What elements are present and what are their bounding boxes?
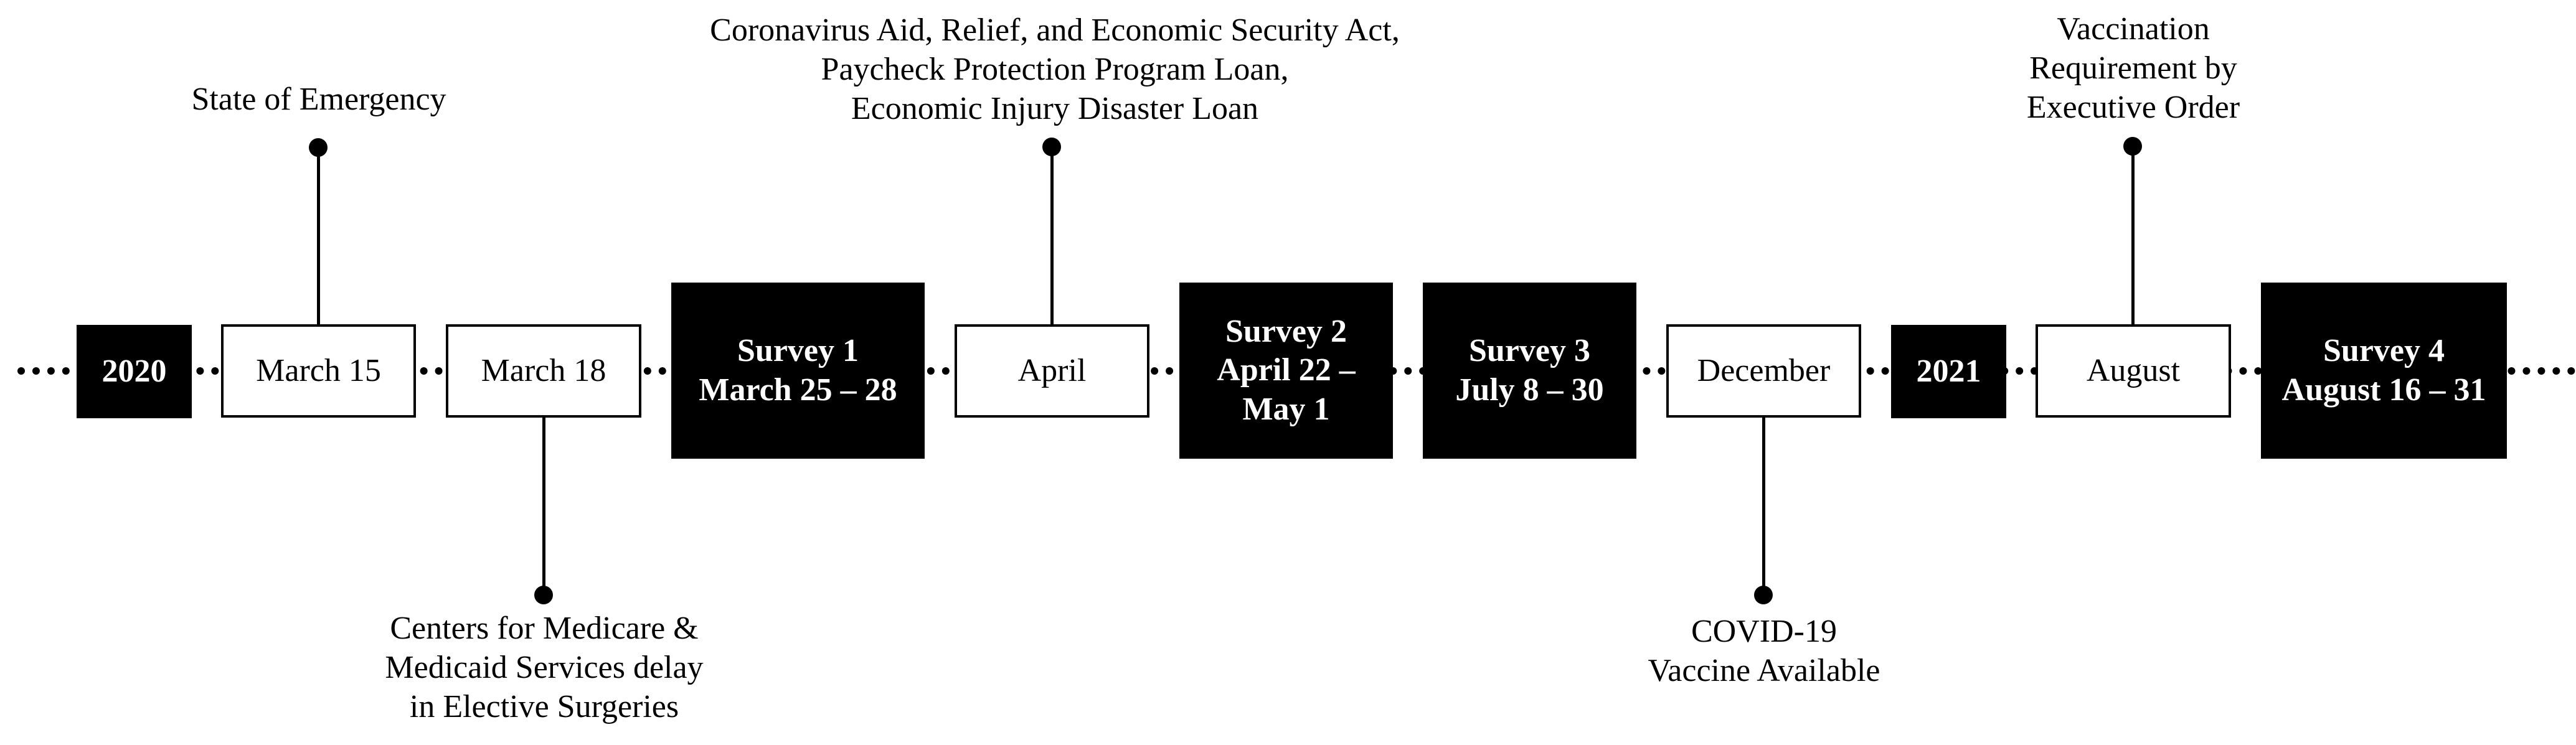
milestone-label: 2021 xyxy=(1916,353,1981,389)
event-cms-delay-dot xyxy=(534,586,553,604)
milestone-survey-1: Survey 1 March 25 – 28 xyxy=(671,283,925,459)
milestone-survey-4: Survey 4 August 16 – 31 xyxy=(2261,283,2507,459)
milestone-survey-2: Survey 2 April 22 – May 1 xyxy=(1179,283,1393,459)
event-vaccine-available-connector xyxy=(1762,418,1765,595)
event-vaccine-available-label: COVID-19 Vaccine Available xyxy=(1648,614,1880,688)
milestone-label: April xyxy=(1017,352,1087,388)
milestone-december: December xyxy=(1666,324,1861,418)
event-state-of-emergency-label: State of Emergency xyxy=(191,82,446,117)
event-cms-delay-connector xyxy=(542,418,545,595)
milestone-march-15: March 15 xyxy=(221,324,416,418)
event-vaccination-requirement-connector xyxy=(2131,146,2135,324)
milestone-year-2021: 2021 xyxy=(1891,325,2006,418)
event-vaccine-available-dot xyxy=(1754,586,1773,604)
milestone-april: April xyxy=(955,324,1149,418)
milestone-label: December xyxy=(1697,352,1831,388)
milestone-august: August xyxy=(2036,324,2231,418)
milestone-label: Survey 2 April 22 – May 1 xyxy=(1217,313,1356,427)
event-state-of-emergency-connector xyxy=(317,148,320,324)
milestone-march-18: March 18 xyxy=(446,324,641,418)
event-vaccination-requirement-label: Vaccination Requirement by Executive Ord… xyxy=(2026,11,2240,125)
event-cms-delay-label: Centers for Medicare & Medicaid Services… xyxy=(385,611,704,724)
milestone-label: Survey 3 July 8 – 30 xyxy=(1455,333,1604,408)
milestone-survey-3: Survey 3 July 8 – 30 xyxy=(1423,283,1636,459)
milestone-label: August xyxy=(2086,352,2181,388)
event-cares-act-label: Coronavirus Aid, Relief, and Economic Se… xyxy=(710,12,1400,126)
milestone-label: 2020 xyxy=(101,353,167,389)
milestone-label: Survey 1 March 25 – 28 xyxy=(699,333,897,408)
milestone-label: March 18 xyxy=(481,352,606,388)
milestone-label: Survey 4 August 16 – 31 xyxy=(2281,333,2486,408)
milestone-year-2020: 2020 xyxy=(77,325,192,418)
milestone-label: March 15 xyxy=(256,352,381,388)
event-cares-act-connector xyxy=(1050,147,1054,324)
